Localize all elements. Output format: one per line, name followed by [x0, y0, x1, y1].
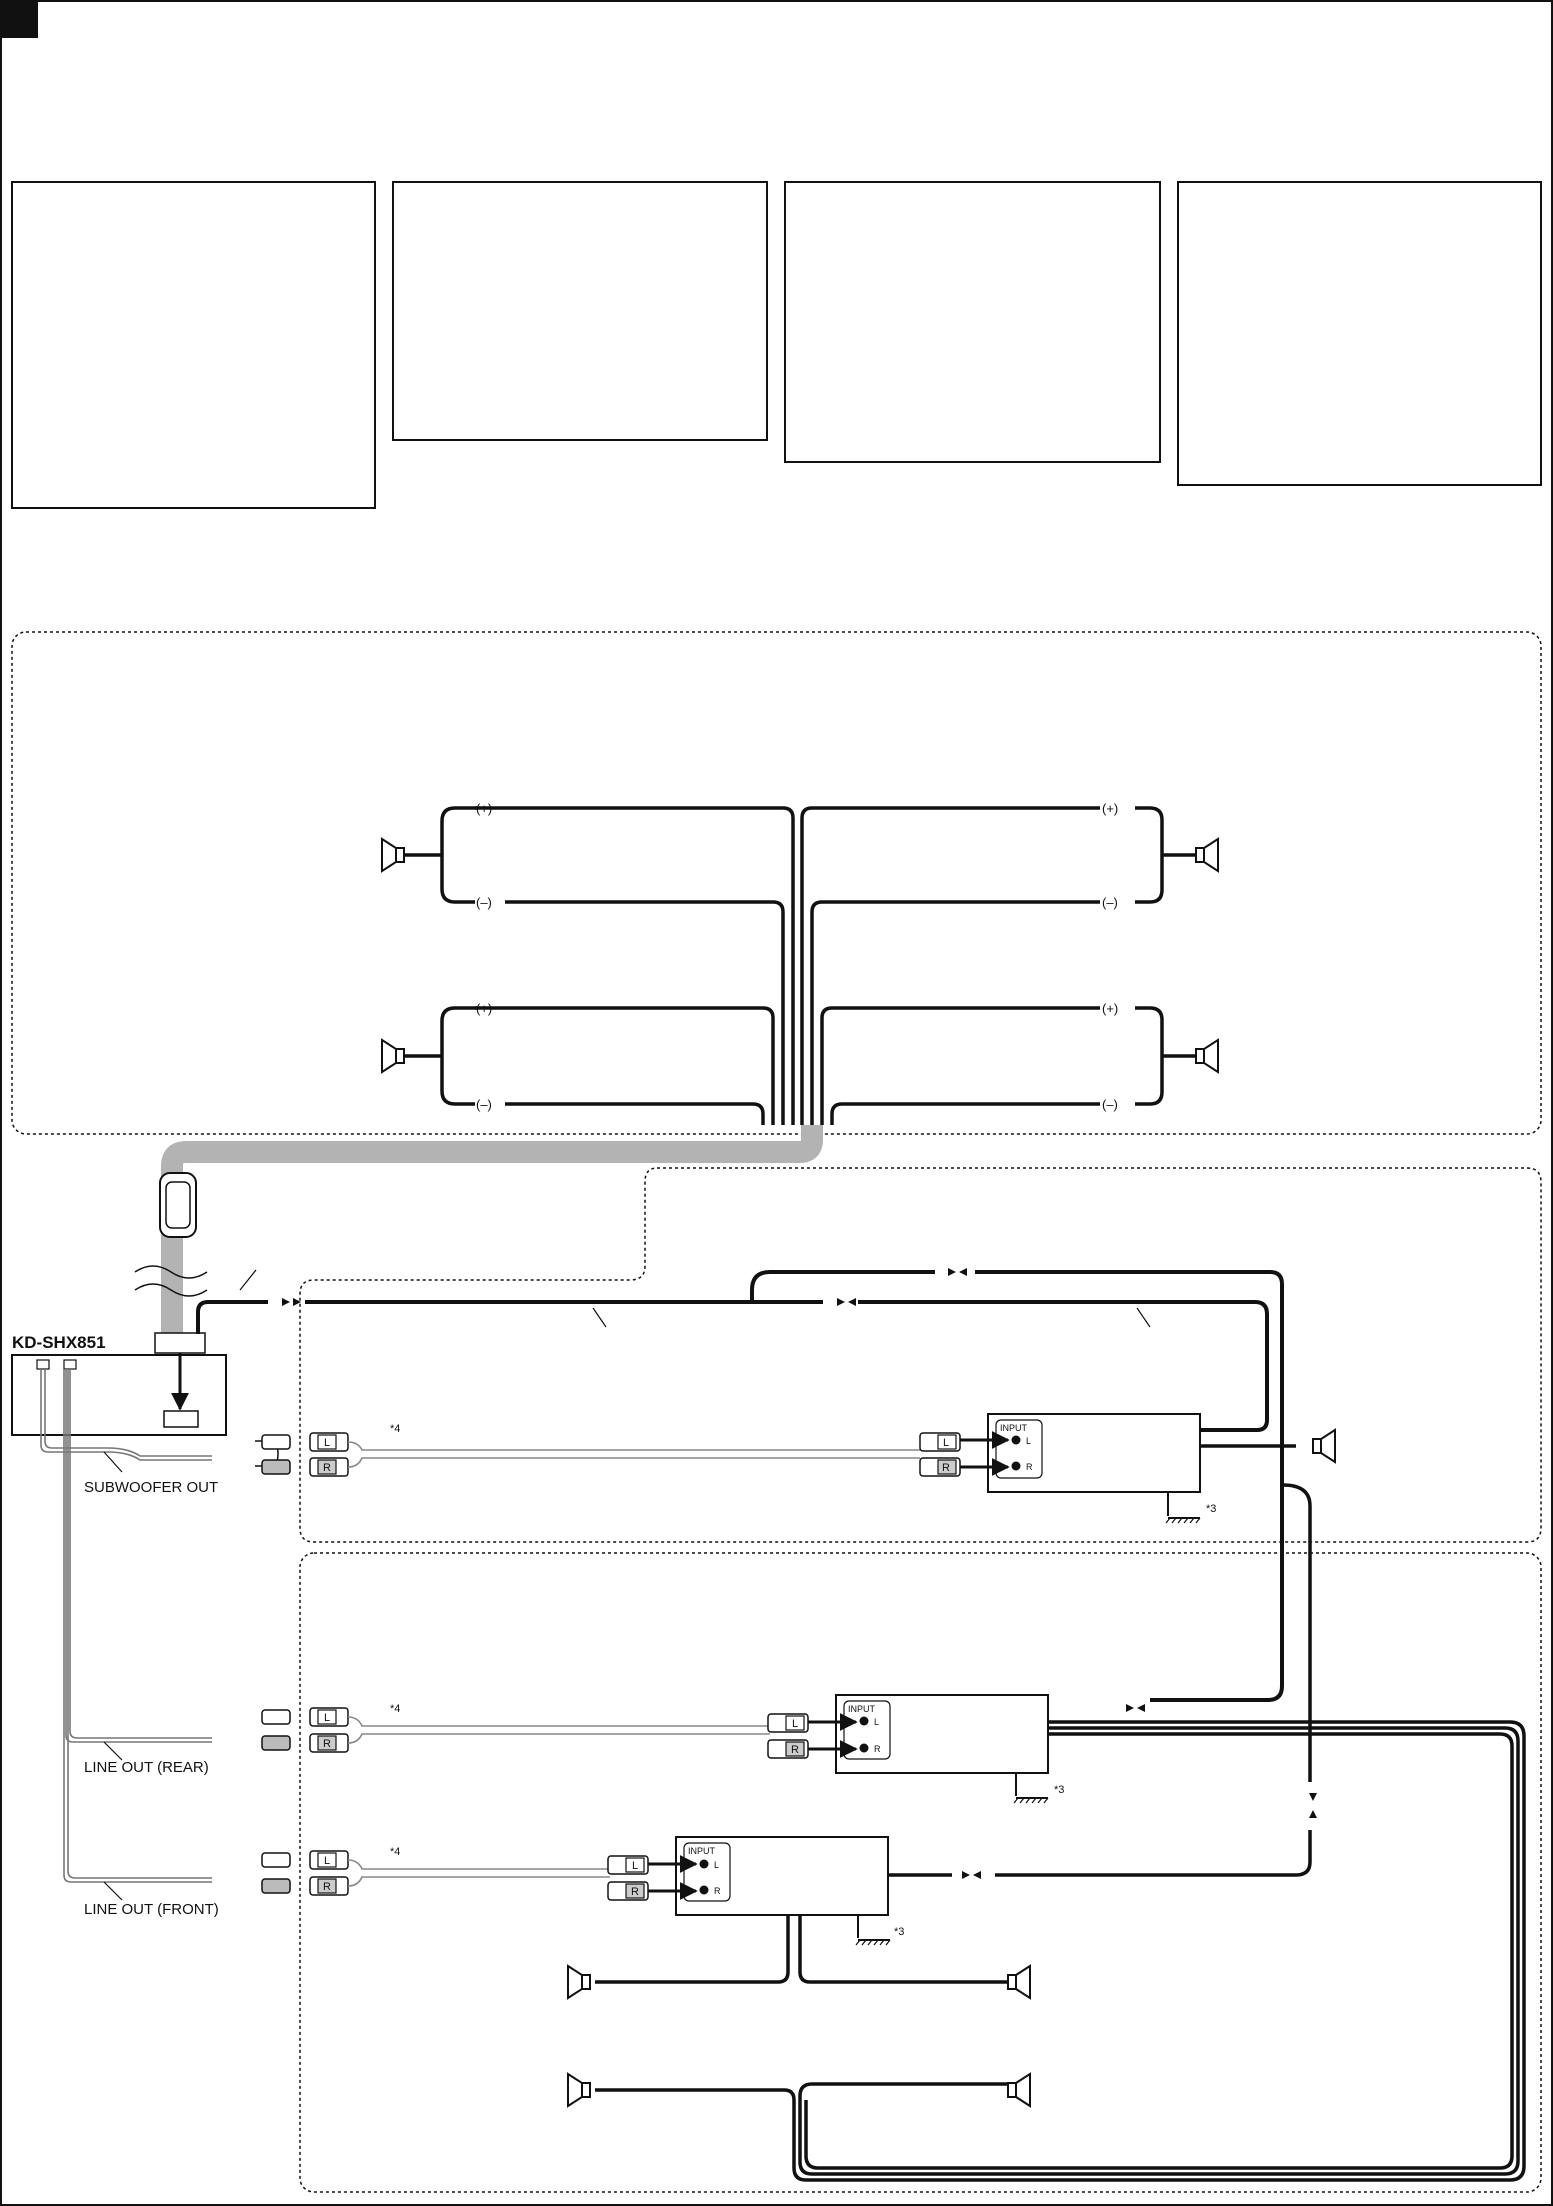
polarity-rr-minus: (–): [1102, 1097, 1118, 1112]
amp-front-plug-r: R: [631, 1886, 639, 1898]
amp-front-ground-marker: *3: [894, 1926, 904, 1938]
rca-set-subwoofer: [255, 1432, 349, 1477]
rca-extension-cables: [347, 1441, 920, 1887]
subwoofer-region: [299, 1167, 1542, 1543]
amplifier-rear: [767, 1694, 1049, 1804]
amp-rear-plug-l: L: [792, 1718, 798, 1730]
amp-sub-l: L: [1026, 1436, 1031, 1446]
wiring-harness: [161, 1125, 823, 1345]
subwoofer-jack: [36, 1359, 50, 1370]
label-subwoofer-out: SUBWOOFER OUT: [84, 1479, 218, 1496]
rca-left-front: L: [324, 1855, 330, 1867]
info-box-2: [392, 181, 768, 441]
amp-front-plug-l: L: [632, 1860, 638, 1872]
amp-rear-plug-r: R: [791, 1744, 799, 1756]
note-marker-sub: *4: [390, 1423, 400, 1435]
polarity-rr-plus: (+): [1102, 1001, 1118, 1016]
connection-arrows: [282, 1268, 1317, 1879]
speaker-rear-right: [1195, 1039, 1219, 1073]
speaker-front-right-amp: [1007, 1965, 1031, 1999]
speaker-wires: [400, 806, 1200, 1125]
speaker-front-left-amp: [567, 1965, 591, 1999]
output-cables: [40, 1369, 212, 1883]
socket: [163, 1410, 199, 1428]
ferrite-core: [159, 1172, 197, 1238]
note-marker-rear: *4: [390, 1703, 400, 1715]
speaker-rear-right-amp: [1007, 2073, 1031, 2107]
rca-left-rear: L: [324, 1712, 330, 1724]
info-box-3: [784, 181, 1161, 463]
speaker-subwoofer: [1312, 1429, 1336, 1463]
speaker-rear-left: [381, 1039, 405, 1073]
amp-sub-r: R: [1026, 1462, 1033, 1472]
polarity-fl-minus: (–): [476, 895, 492, 910]
four-channel-region: [299, 1552, 1542, 2193]
speaker-region: [11, 631, 1542, 1135]
harness-connector: [154, 1332, 206, 1354]
amp-front-r: R: [714, 1886, 721, 1896]
amp-sub-plug-l: L: [943, 1437, 949, 1449]
amp-sub-ground-marker: *3: [1206, 1503, 1216, 1515]
polarity-rl-minus: (–): [476, 1097, 492, 1112]
rca-set-rear: [261, 1707, 349, 1753]
amp-front-l: L: [714, 1860, 719, 1870]
speaker-rear-left-amp: [567, 2073, 591, 2107]
speaker-front-right: [1195, 838, 1219, 872]
rca-right-sub: R: [323, 1462, 331, 1474]
amplifier-subwoofer: [919, 1413, 1201, 1524]
cable-break: [134, 1265, 208, 1297]
info-box-1: [11, 181, 376, 509]
label-line-out-rear: LINE OUT (REAR): [84, 1759, 209, 1776]
info-box-4: [1177, 181, 1542, 486]
rca-set-front: [261, 1850, 349, 1896]
rca-right-front: R: [323, 1881, 331, 1893]
amplifier-front: [607, 1836, 891, 1946]
amp-rear-l: L: [874, 1717, 879, 1727]
polarity-rl-plus: (+): [476, 1001, 492, 1016]
polarity-fr-minus: (–): [1102, 895, 1118, 910]
head-unit-model: KD-SHX851: [12, 1333, 106, 1352]
amp-front-input-label: INPUT: [688, 1846, 716, 1856]
amp-sub-plug-r: R: [942, 1462, 950, 1474]
note-marker-front: *4: [390, 1846, 400, 1858]
amp-rear-input-label: INPUT: [848, 1704, 876, 1714]
polarity-fr-plus: (+): [1102, 801, 1118, 816]
rca-right-rear: R: [323, 1738, 331, 1750]
label-line-out-front: LINE OUT (FRONT): [84, 1901, 219, 1918]
corner-tab: [0, 0, 38, 38]
remote-wires: [196, 1270, 1284, 1702]
polarity-fl-plus: (+): [476, 801, 492, 816]
speaker-front-left: [381, 838, 405, 872]
amp-rear-ground-marker: *3: [1054, 1784, 1064, 1796]
rca-left-sub: L: [324, 1437, 330, 1449]
amplifier-output-wires: [595, 1444, 1526, 2182]
amp-rear-r: R: [874, 1744, 881, 1754]
line-out-jack: [63, 1359, 77, 1370]
amp-sub-input-label: INPUT: [1000, 1423, 1028, 1433]
